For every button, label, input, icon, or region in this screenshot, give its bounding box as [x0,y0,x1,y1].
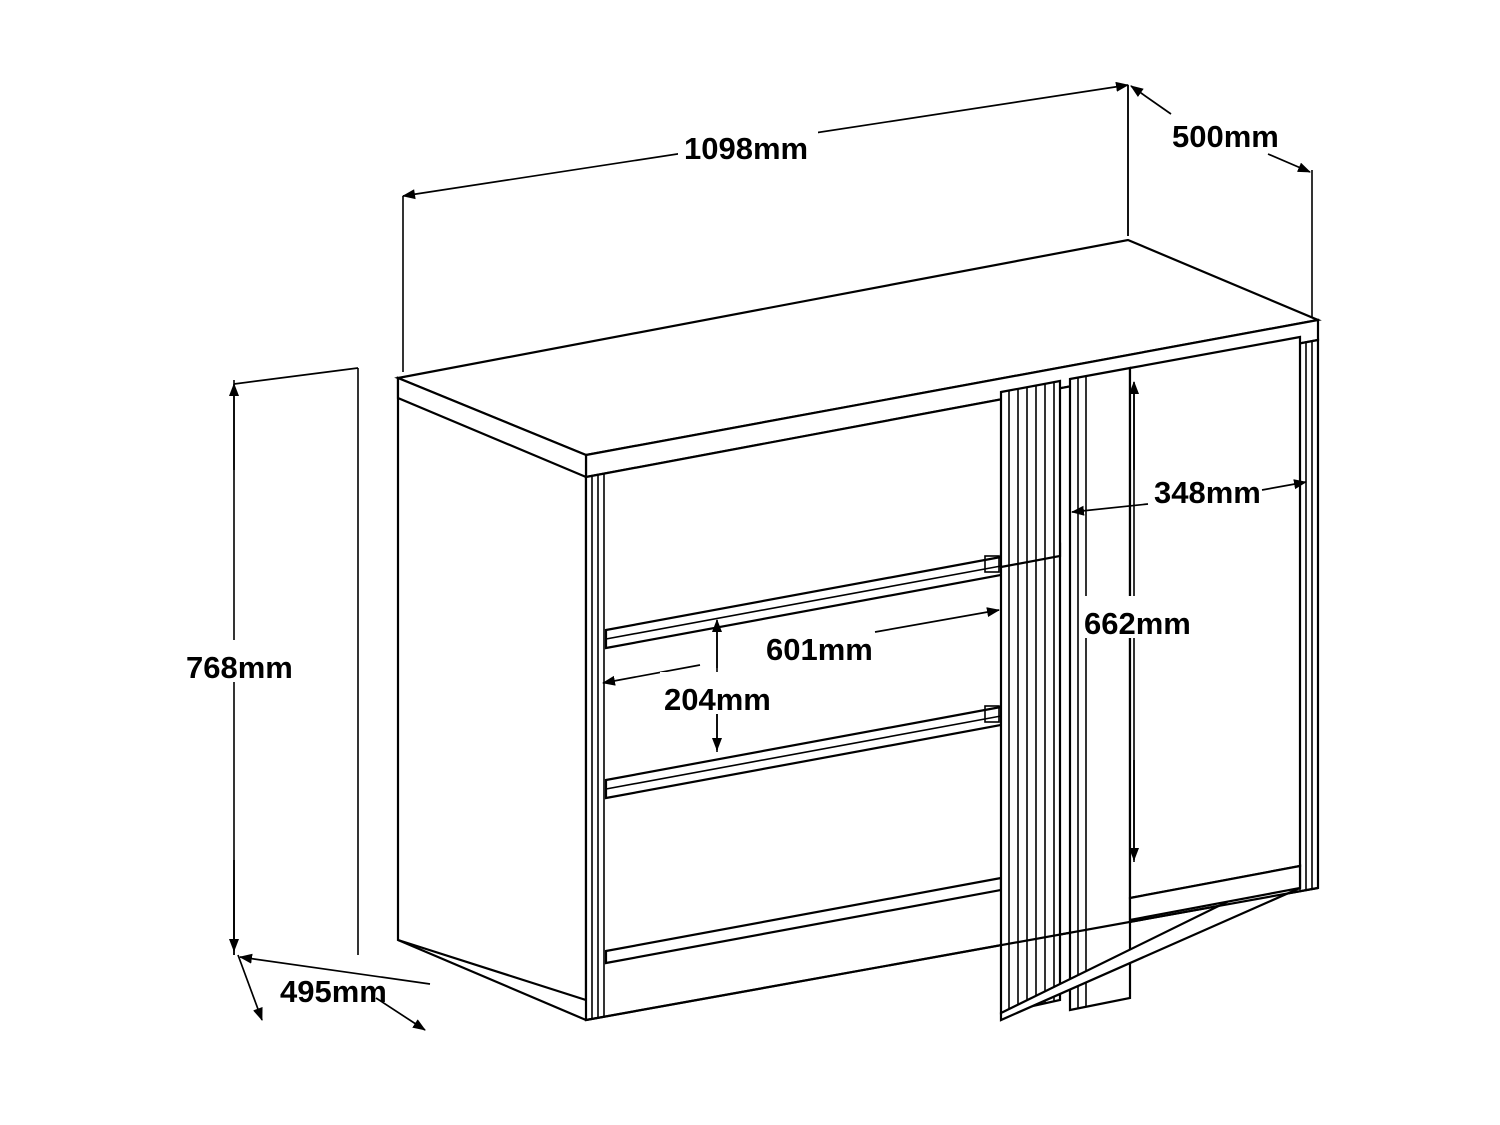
dimension-door-width: 348mm [1071,475,1307,516]
dimension-depth-top: 500mm [1127,85,1313,318]
centre-divider-group [999,379,1062,1015]
door-width-label: 348mm [1154,475,1261,510]
depth-base-label: 495mm [280,974,387,1009]
plinth-right-return [1128,864,1302,922]
drawer-middle-notch [984,705,1000,723]
dimension-height-overall: 768mm [182,367,359,955]
door-front-face [1068,366,1132,1012]
door-width-arrow-right [1261,479,1307,491]
centre-divider-upper [999,379,1062,569]
drawer-top-gap-inner [605,565,1002,640]
drawer-top-notch [984,555,1000,573]
left-side-panel [396,376,588,1002]
depth-top-label: 500mm [1172,119,1279,154]
depth-base-dim-left [239,953,431,985]
bottom-front-edge [585,886,1319,1022]
door-height-label: 662mm [1084,606,1191,641]
depth-top-leader-left [1130,85,1172,115]
height-leader-top [233,367,359,385]
door-width-arrow-left [1071,503,1149,516]
bottom-left-edge [397,938,587,1022]
drawer-width-label: 601mm [766,632,873,667]
depth-base-dim-right [375,997,426,1031]
dimension-drawer-height: 204mm [660,619,778,752]
drawer-middle-gap-inner [605,715,1002,790]
width-overall-label: 1098mm [684,131,808,166]
dimension-drawer-width: 601mm [602,607,1000,686]
door-panel[interactable] [1068,335,1302,1012]
dimension-door-height: 662mm [1080,381,1198,862]
drawer-width-arrow-right [874,607,1000,633]
height-text-backing [182,640,294,682]
width-text-backing [678,124,818,166]
drawer-height-text-backing [660,672,778,714]
depth-base-leader-left [237,954,263,1021]
drawer-width-arrow-left [602,664,701,686]
drawer-height-label: 204mm [664,682,771,717]
door-height-text-backing [1080,596,1198,638]
height-overall-label: 768mm [186,650,293,685]
dimension-depth-base: 495mm [233,880,431,1031]
depth-top-leader-right [1267,153,1311,173]
